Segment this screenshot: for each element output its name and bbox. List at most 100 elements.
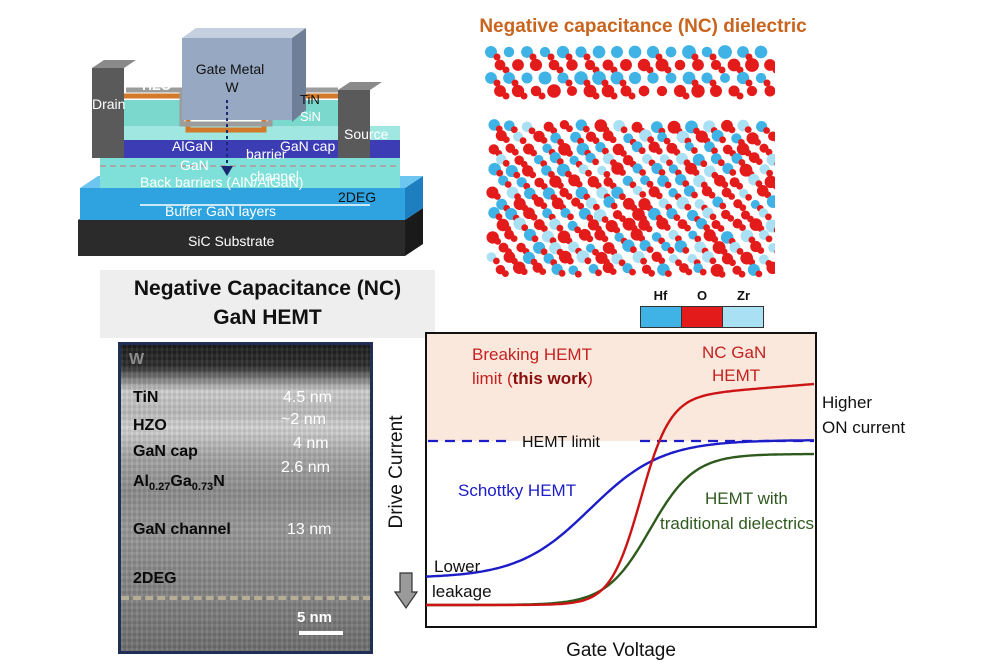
lattice-atom bbox=[503, 72, 515, 84]
lattice-atom bbox=[736, 182, 743, 190]
lattice-atom bbox=[766, 153, 775, 166]
lattice-atom bbox=[648, 269, 655, 277]
tem-hzo-label: HZO bbox=[133, 417, 167, 434]
lattice-atom bbox=[729, 259, 736, 267]
lattice-atom bbox=[592, 45, 606, 59]
lattice-atom bbox=[592, 92, 600, 100]
center-title-box: Negative Capacitance (NC) GaN HEMT bbox=[100, 270, 435, 338]
lattice-atom bbox=[557, 182, 564, 190]
lattice-atom bbox=[774, 161, 775, 166]
lattice-atom bbox=[701, 46, 713, 58]
y-axis-label: Drive Current bbox=[386, 415, 407, 529]
lattice-atom bbox=[692, 169, 700, 177]
tem-algan-label: Al0.27Ga0.73N bbox=[133, 473, 225, 494]
lattice-atom bbox=[673, 214, 681, 222]
lattice-atom bbox=[601, 216, 609, 223]
lattice-atom bbox=[584, 59, 596, 71]
lattice-atom bbox=[539, 268, 547, 275]
lattice-atom bbox=[682, 92, 690, 100]
lattice-atom bbox=[656, 85, 668, 97]
lattice-atom bbox=[700, 160, 708, 168]
lattice-atom bbox=[720, 248, 728, 256]
tem-channel-label: GaN channel bbox=[133, 521, 231, 538]
lattice-atom bbox=[566, 59, 578, 71]
lattice-atom bbox=[550, 127, 558, 135]
lattice-atom bbox=[556, 66, 564, 74]
lattice-atom bbox=[658, 169, 666, 176]
lattice-atom bbox=[719, 202, 727, 210]
lattice-atom bbox=[602, 147, 609, 155]
lattice-atom bbox=[620, 150, 627, 157]
lattice-atom bbox=[646, 45, 660, 59]
lattice-atom bbox=[530, 213, 538, 221]
nc-dielectric-lattice bbox=[485, 45, 775, 278]
lattice-atom bbox=[708, 191, 716, 199]
lattice-atom bbox=[663, 224, 671, 231]
lattice-atom bbox=[685, 268, 693, 276]
lattice-atom bbox=[666, 159, 673, 167]
lattice-atom bbox=[684, 224, 691, 232]
lattice-atom bbox=[610, 202, 618, 210]
lattice-atom bbox=[531, 235, 539, 243]
lattice-atom bbox=[709, 257, 717, 265]
source-contact bbox=[338, 90, 370, 158]
lattice-atom bbox=[667, 247, 675, 254]
lattice-atom bbox=[647, 136, 654, 143]
channel-label: channel bbox=[250, 168, 299, 184]
lattice-atom bbox=[646, 246, 654, 254]
lattice-atom bbox=[566, 85, 578, 97]
lattice-atom bbox=[736, 66, 744, 74]
lattice-atom bbox=[566, 125, 573, 133]
lattice-atom bbox=[611, 46, 623, 58]
lattice-atom bbox=[494, 85, 506, 97]
lattice-atom bbox=[682, 247, 690, 254]
lattice-atom bbox=[674, 59, 686, 71]
lattice-atom bbox=[691, 191, 698, 199]
lattice-atom bbox=[639, 191, 647, 198]
lattice-atom bbox=[772, 66, 775, 74]
lattice-atom bbox=[620, 126, 628, 134]
lattice-atom bbox=[721, 181, 729, 189]
lattice-atom bbox=[766, 195, 775, 208]
lattice-atom bbox=[655, 192, 663, 200]
lattice-atom bbox=[765, 219, 775, 233]
lattice-atom bbox=[630, 246, 637, 254]
drain-contact bbox=[92, 68, 124, 158]
curve-nc-gan-hemt bbox=[426, 382, 815, 607]
lattice-atom bbox=[673, 84, 687, 98]
gan-cap-label: GaN cap bbox=[280, 138, 335, 154]
nc-hemt-label-line1: NC GaN bbox=[702, 343, 766, 362]
lattice-atom bbox=[538, 71, 552, 85]
lattice-atom bbox=[566, 149, 573, 157]
gate-metal bbox=[182, 38, 292, 120]
lattice-atom bbox=[765, 148, 773, 156]
element-legend: Hf O Zr bbox=[640, 288, 764, 328]
buffer-side bbox=[405, 176, 423, 220]
lattice-atom bbox=[658, 257, 666, 265]
lattice-atom bbox=[639, 169, 646, 176]
lattice-atom bbox=[586, 214, 594, 222]
lattice-atom bbox=[718, 45, 732, 59]
lattice-atom bbox=[565, 193, 573, 200]
lattice-atom bbox=[664, 181, 672, 189]
lattice-atom bbox=[684, 203, 692, 211]
lattice-atom bbox=[765, 235, 773, 243]
hzo-label: HZO bbox=[142, 77, 172, 93]
lattice-atom bbox=[709, 79, 717, 87]
lattice-atom bbox=[691, 84, 705, 98]
lattice-atom bbox=[766, 169, 773, 177]
lattice-atom bbox=[628, 92, 636, 100]
lower-label: Lower bbox=[434, 557, 481, 576]
region-label-line2: limit (this work) bbox=[472, 369, 593, 388]
lattice-atom bbox=[766, 261, 775, 275]
lattice-atom bbox=[737, 46, 749, 58]
tem-hzo-value: ~2 nm bbox=[281, 411, 326, 428]
lattice-atom bbox=[485, 46, 497, 58]
tem-algan-value: 2.6 nm bbox=[281, 459, 330, 476]
lattice-atom bbox=[728, 126, 736, 134]
lattice-atom bbox=[772, 182, 775, 190]
hemt-device-schematic: Gate Metal W HZO TiN SiN Drain Source Ga… bbox=[78, 28, 423, 256]
lattice-atom bbox=[618, 259, 626, 267]
lattice-atom bbox=[502, 136, 510, 143]
lattice-atom bbox=[710, 85, 722, 97]
